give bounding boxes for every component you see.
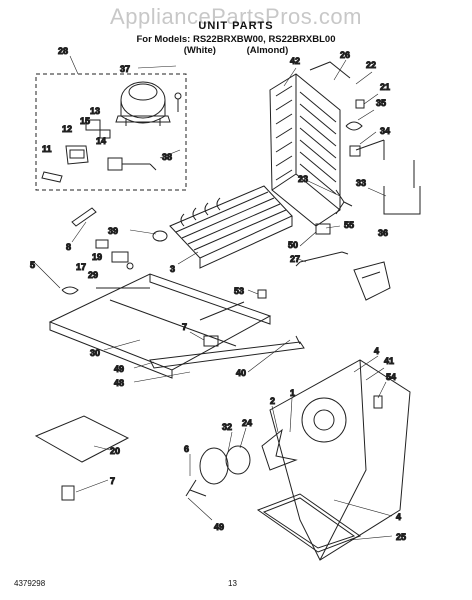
foot-part [61, 485, 75, 501]
callout-33: 33 [356, 178, 366, 188]
page-number: 13 [228, 579, 237, 588]
callout-26: 26 [340, 50, 350, 60]
callout-42: 42 [290, 56, 300, 66]
callout-19: 19 [92, 252, 102, 262]
callout-34: 34 [380, 126, 390, 136]
callout-39: 39 [108, 226, 118, 236]
color-white: (White) [183, 45, 216, 56]
compressor-group-box [35, 73, 187, 191]
bracket [335, 189, 353, 215]
callout-49b: 49 [214, 522, 224, 532]
callout-23: 23 [298, 174, 308, 184]
callout-3: 3 [170, 264, 175, 274]
callout-41: 41 [384, 356, 394, 366]
callout-38: 38 [162, 152, 172, 162]
cover-plate [34, 415, 130, 463]
callout-7a: 7 [182, 322, 187, 332]
callout-27: 27 [290, 254, 300, 264]
callout-32: 32 [222, 422, 232, 432]
callout-30: 30 [90, 348, 100, 358]
callout-7b: 7 [110, 476, 115, 486]
callout-5: 5 [30, 260, 35, 270]
callout-21: 21 [380, 82, 390, 92]
callout-11: 11 [42, 144, 52, 154]
base-frame [48, 273, 305, 379]
callout-35: 35 [376, 98, 386, 108]
watermark: AppliancePartsPros.com [110, 4, 362, 29]
callout-36: 36 [378, 228, 388, 238]
callout-48: 48 [114, 378, 124, 388]
diagram-title: UNIT PARTS [198, 20, 274, 32]
document-part-number: 4379298 [14, 579, 46, 588]
callout-20: 20 [110, 446, 120, 456]
callout-8: 8 [66, 242, 71, 252]
callout-50: 50 [288, 240, 298, 250]
grommet-part [203, 335, 219, 347]
callout-55: 55 [344, 220, 354, 230]
callout-28: 28 [58, 46, 68, 56]
callout-12: 12 [62, 124, 72, 134]
callout-22: 22 [366, 60, 376, 70]
callout-6: 6 [184, 444, 189, 454]
callout-54: 54 [386, 372, 396, 382]
fan-housing [269, 359, 411, 561]
callout-13: 13 [90, 106, 100, 116]
evaporator-coil [152, 185, 293, 269]
callout-15: 15 [80, 116, 90, 126]
drier-tube [295, 251, 349, 267]
callout-37: 37 [120, 64, 130, 74]
callout-24: 24 [242, 418, 252, 428]
defrost-heater [383, 186, 421, 215]
color-almond: (Almond) [246, 45, 289, 56]
callout-49a: 49 [114, 364, 124, 374]
callout-1: 1 [290, 388, 295, 398]
misc-left-parts [61, 207, 134, 295]
screw-53 [257, 289, 267, 299]
compressor [115, 81, 182, 126]
callout-14: 14 [96, 136, 106, 146]
callout-29: 29 [88, 270, 98, 280]
mounting-bracket [353, 261, 391, 301]
color-variants: (White) (Almond) [0, 45, 472, 56]
callout-17: 17 [76, 262, 86, 272]
callout-2: 2 [270, 396, 275, 406]
fan-motor-assembly [185, 428, 298, 497]
drain-pan [256, 493, 362, 553]
callout-4b: 4 [396, 512, 401, 522]
callout-25: 25 [396, 532, 406, 542]
callout-4a: 4 [374, 346, 379, 356]
callout-40: 40 [236, 368, 246, 378]
callout-53: 53 [234, 286, 244, 296]
models-line: For Models: RS22BRXBW00, RS22BRXBL00 [136, 34, 336, 45]
condenser-coil [269, 61, 351, 227]
clip-part [315, 223, 331, 235]
valve-parts [345, 99, 385, 160]
relay-overload-parts [41, 119, 157, 183]
